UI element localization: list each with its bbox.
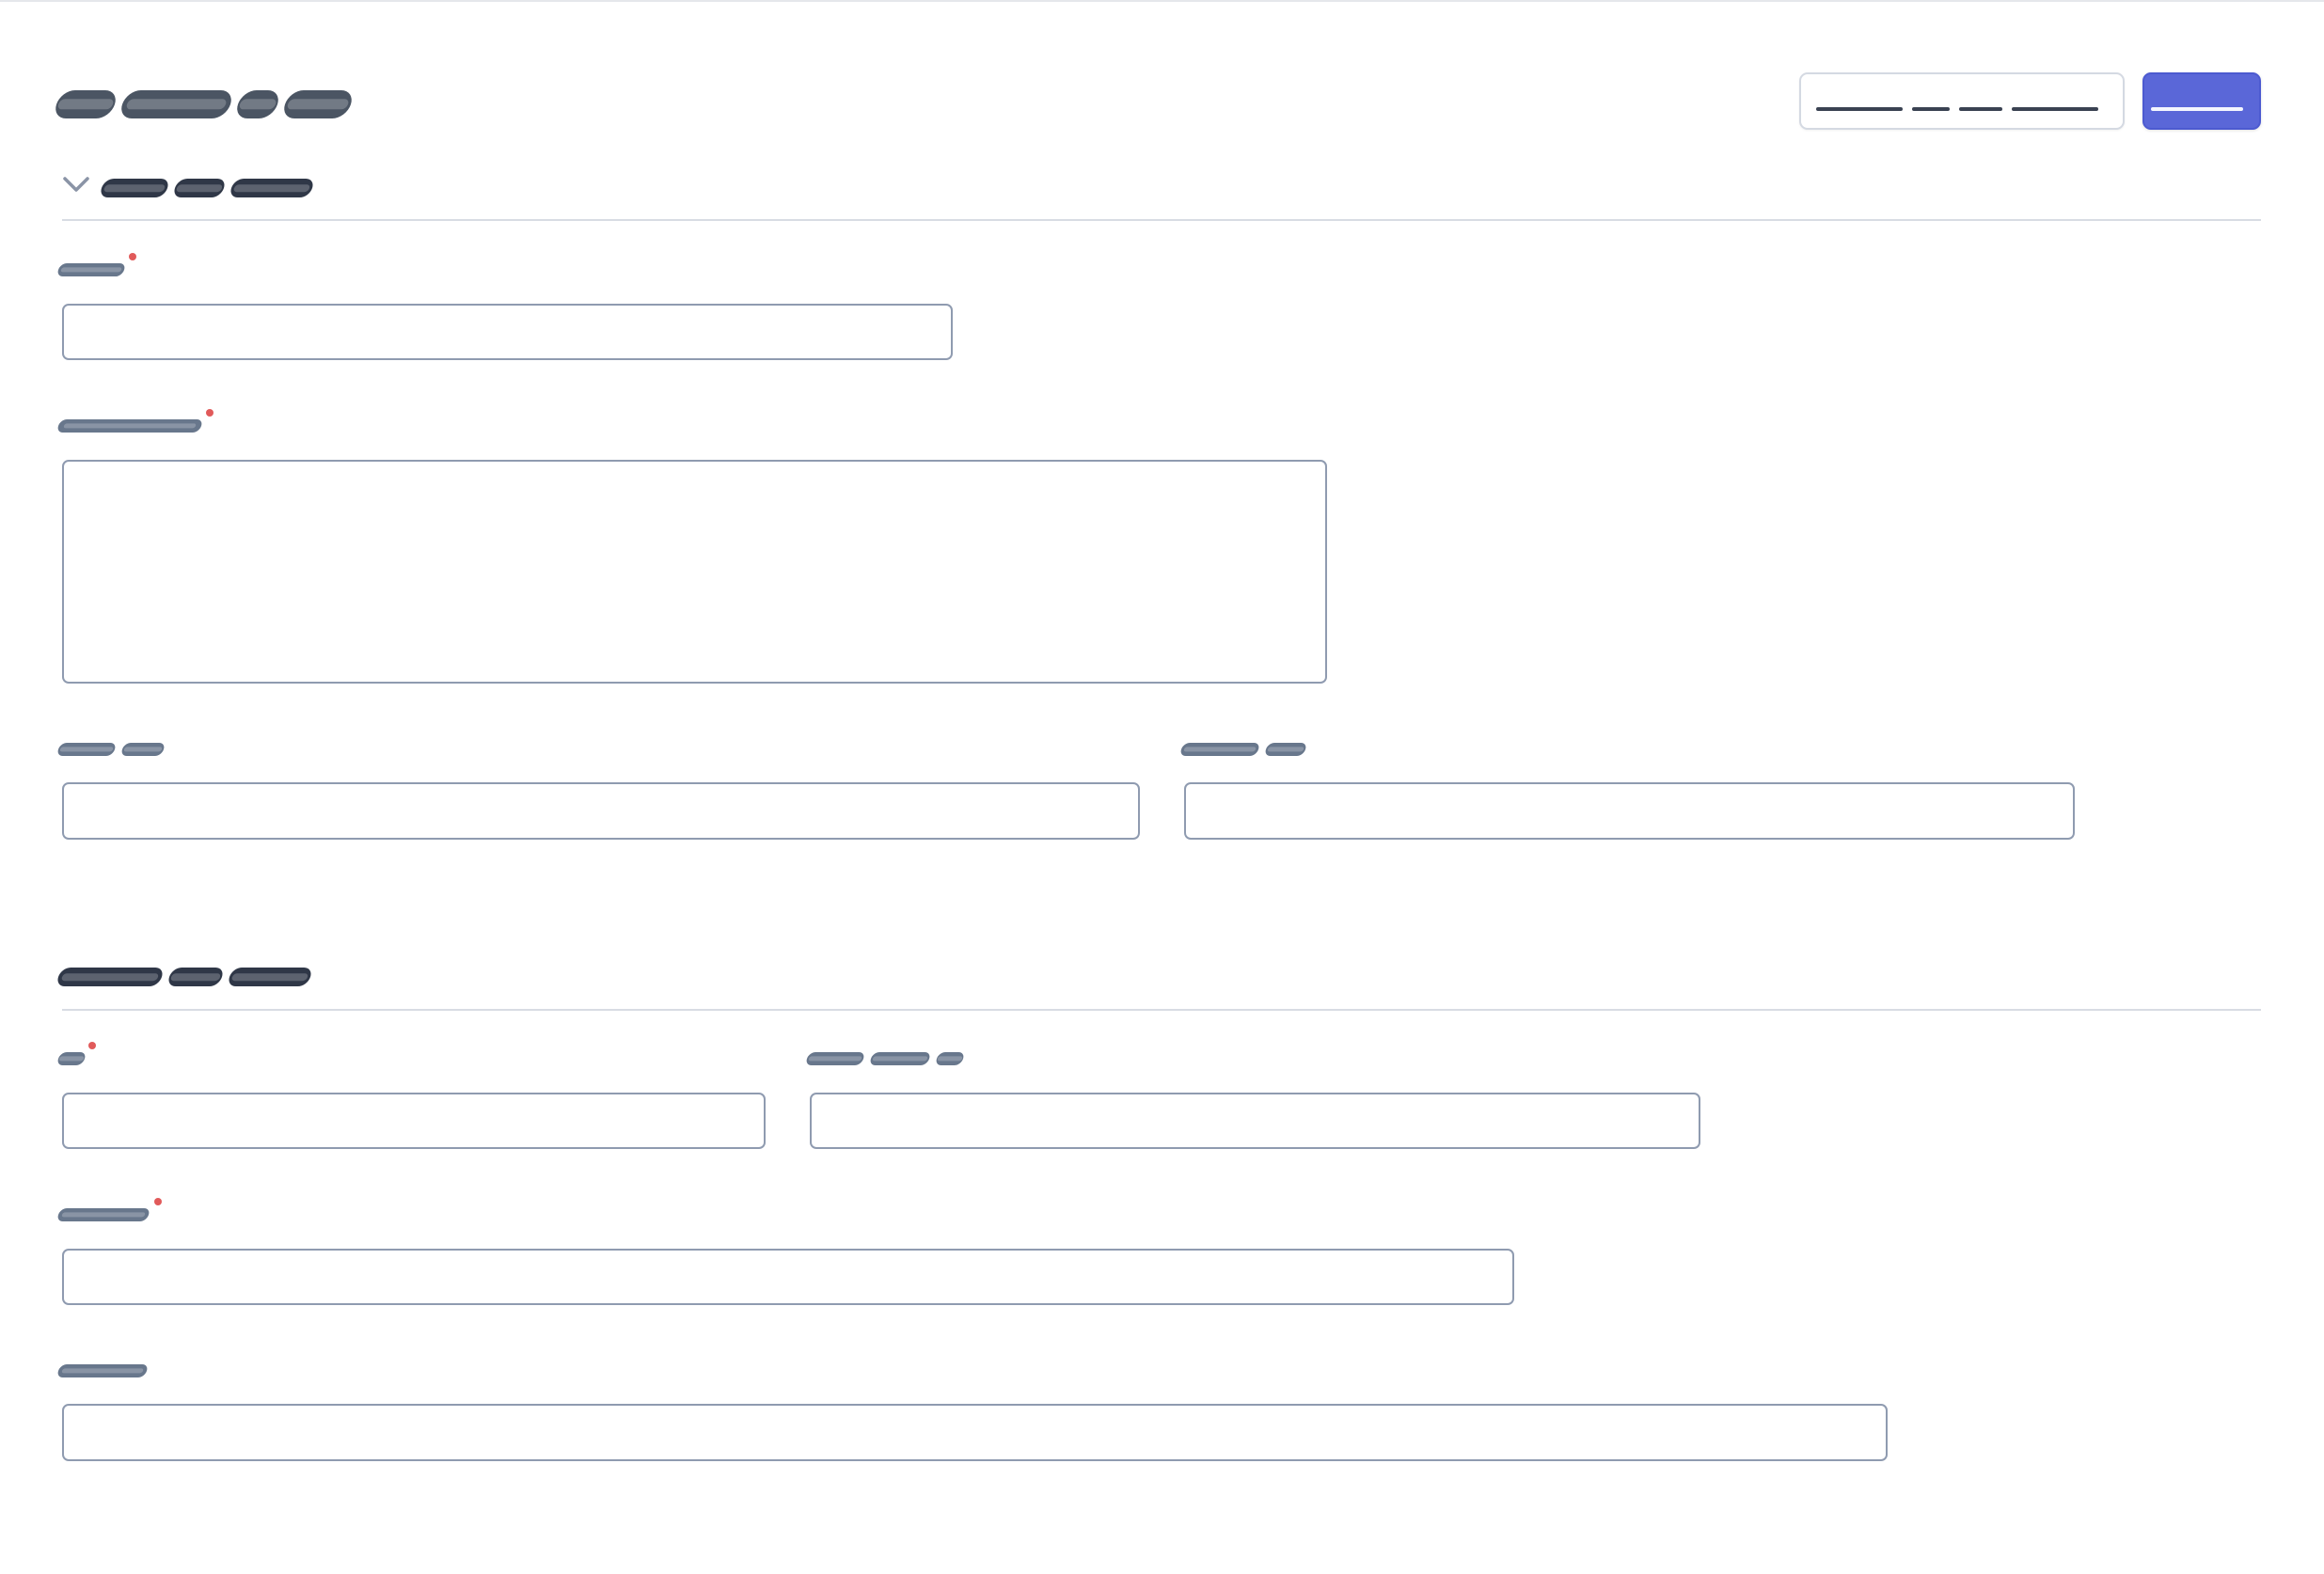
primary-action-button[interactable] [2142,72,2261,130]
required-indicator [129,253,136,260]
page-title [52,90,356,118]
required-indicator [154,1198,162,1205]
chevron-down-icon[interactable] [62,175,90,194]
field-label-5 [55,1052,87,1065]
text-input-1[interactable] [62,304,953,360]
required-indicator [88,1042,96,1049]
field-label-1 [55,263,127,276]
field-label-2 [55,419,204,433]
text-input-5[interactable] [62,1093,766,1149]
text-input-7[interactable] [62,1249,1514,1305]
text-input-3[interactable] [62,782,1140,840]
field-label-7 [55,1208,151,1221]
field-label-3 [55,743,166,756]
primary-action-button-label [2151,100,2253,111]
secondary-action-button[interactable] [1799,72,2125,130]
field-label-6 [804,1052,966,1065]
text-input-4[interactable] [1184,782,2075,840]
section-divider-1 [62,219,2261,221]
section-heading-2 [55,968,314,986]
text-input-8[interactable] [62,1404,1888,1461]
text-input-6[interactable] [810,1093,1700,1149]
section-divider-2 [62,1009,2261,1011]
field-label-8 [55,1364,150,1377]
required-indicator [206,409,213,417]
field-label-4 [1178,743,1308,756]
textarea-input-2[interactable] [62,460,1327,684]
secondary-action-button-label [1816,100,2108,111]
section-heading-1 [98,179,316,197]
